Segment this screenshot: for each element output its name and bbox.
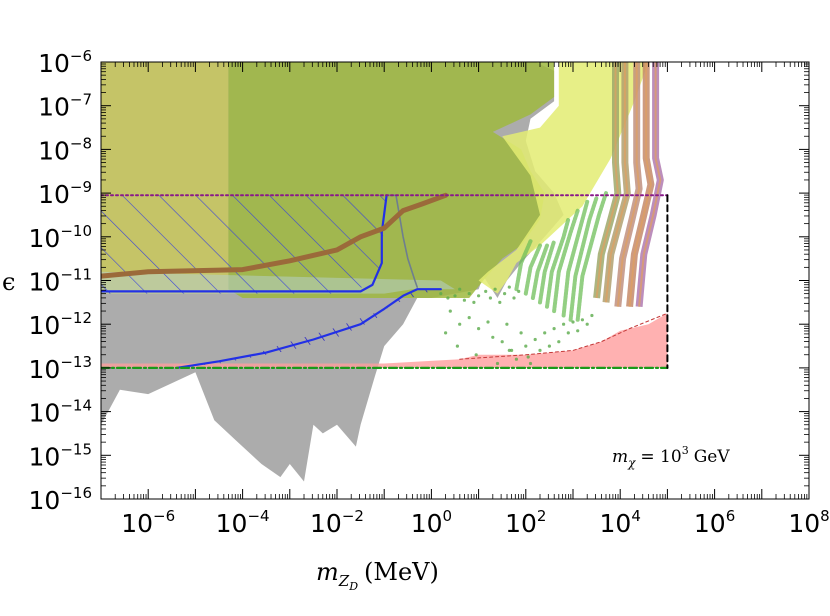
scatter-point — [576, 329, 580, 333]
x-tick-label: 104 — [600, 507, 641, 538]
scatter-point — [467, 292, 471, 296]
scatter-point — [590, 313, 594, 318]
y-tick-label: 10−16 — [29, 484, 92, 515]
scatter-point — [503, 292, 507, 296]
scatter-point — [519, 331, 523, 335]
ticks-layer — [100, 61, 810, 500]
scatter-point — [472, 300, 476, 304]
scatter-point — [439, 292, 443, 296]
scatter-point — [458, 287, 462, 291]
boundary-line-2 — [385, 194, 419, 288]
tick-labels-layer: 10−6 10−4 10−2 100 102 104 106 108 10−6 10−7 10−8 1… — [29, 47, 830, 538]
excluded-region-4 — [101, 313, 668, 368]
boundary-line-7 — [459, 312, 668, 360]
right-curve-core-0 — [595, 62, 619, 299]
scatter-point — [462, 298, 466, 302]
scatter-point — [517, 289, 521, 293]
y-axis-label: ϵ — [2, 268, 15, 296]
green-curve-6 — [561, 199, 590, 318]
x-axis-label: mZD(MeV) — [316, 558, 439, 593]
scatter-point — [505, 322, 509, 326]
boundary-line-3 — [101, 192, 449, 279]
scatter-point — [528, 361, 533, 366]
green-curve-0 — [514, 239, 533, 292]
right-curve-core-4 — [638, 62, 662, 307]
scatter-point — [448, 309, 452, 313]
right-curve-core-3 — [628, 62, 652, 307]
scatter-point — [566, 331, 570, 335]
scatter-point — [512, 296, 516, 300]
scatter-point — [498, 300, 502, 304]
scatter-point — [507, 348, 511, 352]
scatter-point — [484, 289, 488, 293]
green-curve-5 — [552, 208, 580, 314]
scatter-point — [458, 322, 462, 326]
x-tick-label: 10−4 — [216, 507, 270, 538]
y-tick-label: 10−6 — [38, 47, 92, 78]
y-tick-label: 10−13 — [29, 353, 92, 384]
scatter-point — [571, 320, 575, 324]
excluded-region-3 — [101, 62, 649, 294]
y-tick-label: 10−12 — [29, 309, 92, 340]
x-tick-label: 10−2 — [310, 507, 364, 538]
scatter-point — [488, 296, 492, 300]
scatter-point — [446, 296, 450, 300]
green-curve-8 — [575, 191, 608, 322]
hatched-region-1 — [176, 289, 437, 368]
right-curve-core-2 — [616, 62, 641, 307]
scatter-point — [562, 322, 566, 326]
curve-family-layer — [514, 62, 664, 322]
y-tick-label: 10−7 — [38, 91, 92, 122]
scatter-point — [552, 327, 556, 331]
right-curve-core-1 — [605, 62, 629, 303]
x-tick-label: 102 — [505, 507, 546, 538]
y-tick-label: 10−9 — [38, 178, 92, 209]
x-tick-label: 106 — [694, 507, 735, 538]
scatter-point — [557, 340, 561, 344]
scatter-point — [477, 294, 481, 298]
scatter-point — [510, 348, 514, 352]
green-curve-4 — [545, 217, 571, 309]
y-tick-label: 10−15 — [29, 440, 92, 471]
scatter-point — [486, 320, 490, 324]
boundary-line-1 — [175, 288, 442, 369]
x-tick-label: 108 — [788, 507, 829, 538]
scatter-point — [507, 285, 511, 289]
scatter-point — [524, 344, 528, 348]
scatter-point — [533, 337, 537, 342]
scatter-point — [493, 287, 497, 291]
x-tick-label: 100 — [411, 507, 452, 538]
scatter-point — [500, 340, 504, 344]
scatter-point — [491, 335, 495, 339]
scatter-point — [444, 331, 448, 335]
scatter-point — [580, 318, 585, 322]
scatter-point — [538, 348, 542, 352]
scatter-point — [474, 353, 478, 357]
scatter-layer — [439, 285, 594, 366]
green-curve-2 — [530, 243, 549, 300]
y-tick-label: 10−10 — [29, 222, 92, 253]
scatter-point — [543, 331, 547, 335]
scatter-point — [453, 294, 457, 298]
scatter-point — [526, 355, 530, 359]
scatter-point — [585, 322, 589, 326]
lines-layer — [101, 192, 669, 369]
y-tick-label: 10−8 — [38, 134, 92, 165]
scatter-point — [495, 361, 500, 366]
y-tick-label: 10−14 — [29, 397, 92, 428]
scatter-point — [547, 344, 552, 348]
green-curve-3 — [538, 239, 557, 305]
scatter-point — [477, 327, 481, 331]
y-tick-label: 10−11 — [29, 266, 92, 297]
scatter-point — [514, 357, 519, 361]
green-curve-1 — [523, 243, 542, 296]
x-tick-label: 10−6 — [121, 507, 175, 538]
scatter-point — [467, 316, 471, 320]
scatter-point — [455, 344, 459, 348]
green-curve-7 — [568, 195, 599, 322]
